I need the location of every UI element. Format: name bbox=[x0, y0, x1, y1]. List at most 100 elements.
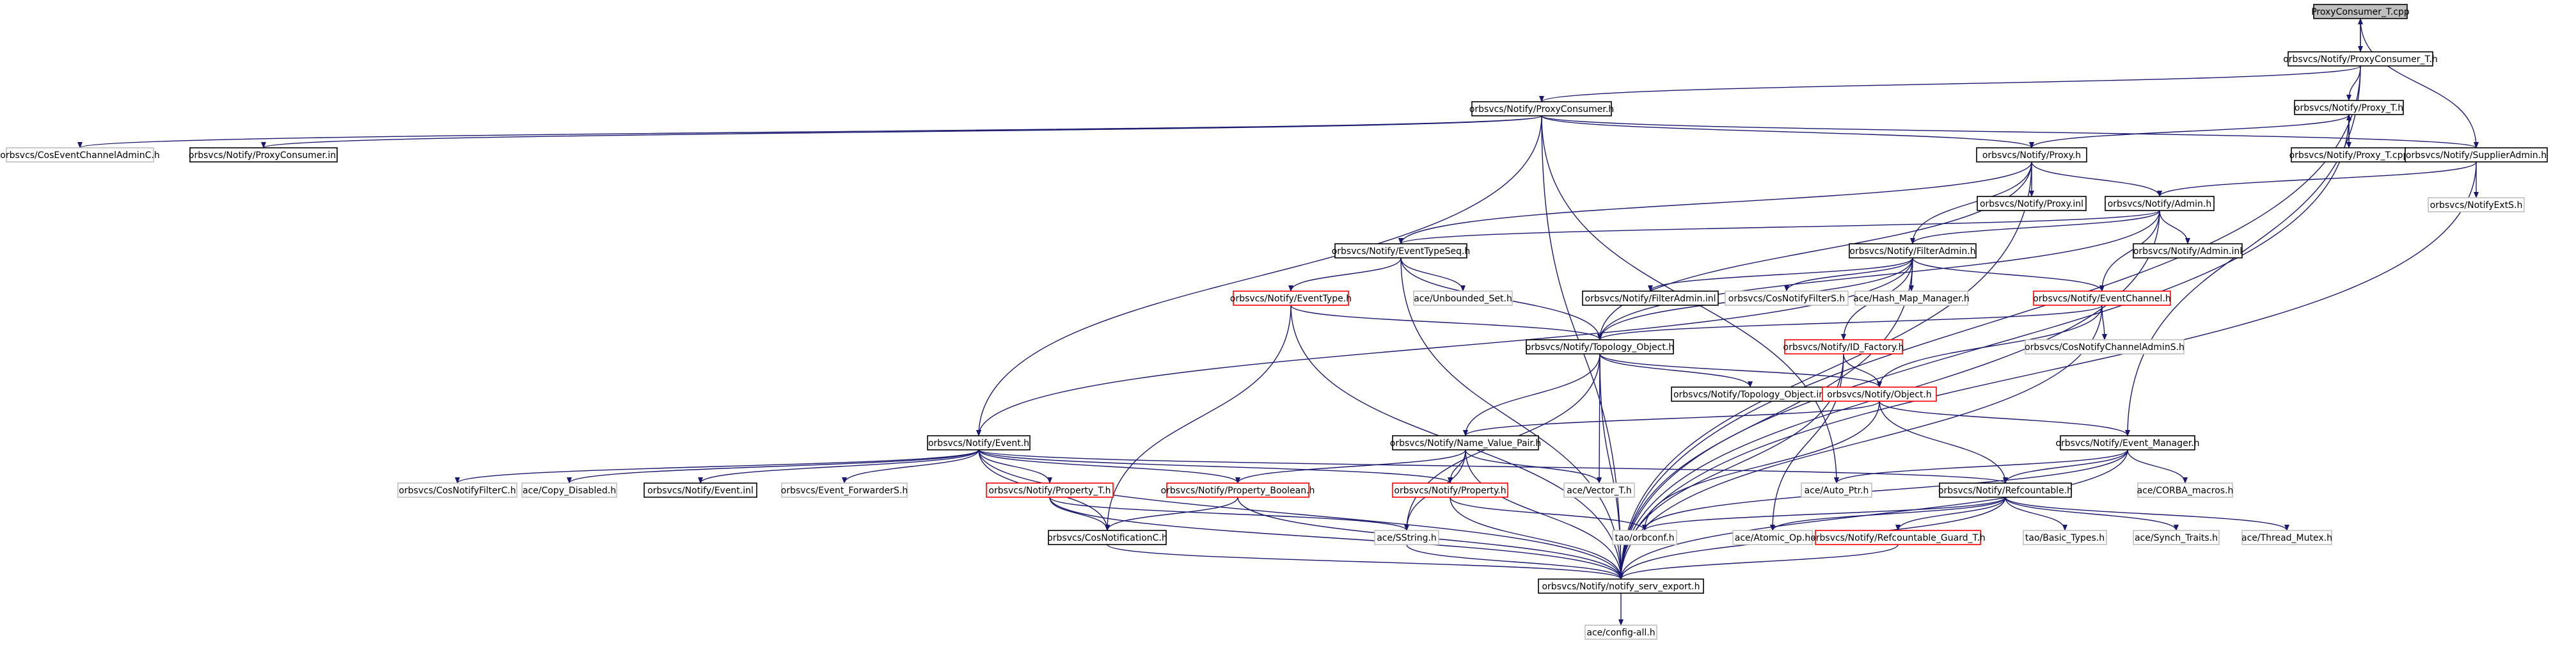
node-label: orbsvcs/CosNotifyChannelAdminS.h bbox=[2025, 342, 2185, 353]
include-edge bbox=[2005, 497, 2067, 531]
node-label: ProxyConsumer_T.cpp bbox=[2311, 7, 2410, 17]
node-admin-inl[interactable]: orbsvcs/Notify/Admin.inl bbox=[2133, 243, 2243, 259]
node-label: orbsvcs/Notify/Admin.inl bbox=[2133, 246, 2242, 257]
include-edge bbox=[2101, 305, 2107, 340]
include-edge bbox=[1049, 497, 1624, 580]
include-edge bbox=[1770, 497, 2006, 531]
node-property-h[interactable]: orbsvcs/Notify/Property.h bbox=[1392, 482, 1508, 498]
node-supadmin-h[interactable]: orbsvcs/Notify/SupplierAdmin.h bbox=[2405, 147, 2548, 163]
node-cosnotifyfilters: orbsvcs/CosNotifyFilterS.h bbox=[1725, 291, 1849, 306]
node-pct-h[interactable]: orbsvcs/Notify/ProxyConsumer_T.h bbox=[2283, 51, 2438, 67]
node-label: orbsvcs/Notify/Name_Value_Pair.h bbox=[1390, 438, 1541, 449]
include-edge bbox=[1877, 305, 2103, 388]
node-serv-export[interactable]: orbsvcs/Notify/notify_serv_export.h bbox=[1538, 578, 1704, 594]
edges-layer bbox=[77, 18, 2479, 626]
node-box bbox=[1854, 291, 1968, 306]
node-box bbox=[397, 482, 518, 498]
node-proxy-inl[interactable]: orbsvcs/Notify/Proxy.inl bbox=[1977, 196, 2087, 211]
node-synch-traits: ace/Synch_Traits.h bbox=[2133, 530, 2220, 545]
include-edge bbox=[1400, 257, 1624, 580]
node-eventchannel-h[interactable]: orbsvcs/Notify/EventChannel.h bbox=[2033, 291, 2171, 306]
node-cosnotificationc[interactable]: orbsvcs/CosNotificationC.h bbox=[1047, 530, 1167, 545]
node-label: orbsvcs/Notify/Admin.h bbox=[2108, 199, 2212, 209]
node-box bbox=[1233, 291, 1349, 306]
node-box bbox=[2294, 100, 2404, 115]
include-edge bbox=[1400, 257, 1466, 292]
include-edge bbox=[2360, 18, 2479, 148]
node-box bbox=[2025, 339, 2185, 354]
node-thread-mutex: ace/Thread_Mutex.h bbox=[2241, 530, 2332, 545]
node-box bbox=[927, 435, 1031, 450]
node-event-h[interactable]: orbsvcs/Notify/Event.h bbox=[927, 435, 1031, 450]
node-label: orbsvcs/CosNotifyFilterC.h bbox=[399, 486, 516, 496]
node-box bbox=[1471, 101, 1612, 116]
include-edge bbox=[455, 449, 979, 484]
node-refguard-h[interactable]: orbsvcs/Notify/Refcountable_Guard_T.h bbox=[1810, 530, 1986, 545]
node-property-t-h[interactable]: orbsvcs/Notify/Property_T.h bbox=[986, 482, 1114, 498]
node-box bbox=[2405, 147, 2548, 163]
include-edge bbox=[1597, 210, 2160, 340]
include-edge bbox=[1288, 257, 1402, 292]
include-edge bbox=[1290, 305, 1602, 340]
node-event-inl[interactable]: orbsvcs/Notify/Event.inl bbox=[644, 482, 757, 498]
node-label: orbsvcs/Notify/Event.h bbox=[928, 438, 1029, 449]
node-corba-macros: ace/CORBA_macros.h bbox=[2137, 482, 2233, 498]
include-edge bbox=[1770, 353, 1844, 531]
include-edge bbox=[1879, 401, 2130, 436]
node-box bbox=[2060, 435, 2195, 450]
node-box bbox=[1732, 530, 1813, 545]
node-box bbox=[2137, 482, 2233, 498]
include-edge bbox=[842, 449, 979, 484]
include-edge bbox=[1541, 115, 2034, 148]
node-label: orbsvcs/Notify/Proxy_T.h bbox=[2295, 103, 2403, 113]
node-evmgr-h[interactable]: orbsvcs/Notify/Event_Manager.h bbox=[2055, 435, 2200, 450]
node-label: orbsvcs/Notify/FilterAdmin.inl bbox=[1585, 294, 1716, 304]
node-property-bool-h[interactable]: orbsvcs/Notify/Property_Boolean.h bbox=[1161, 482, 1315, 498]
node-label: ace/Thread_Mutex.h bbox=[2241, 533, 2332, 543]
node-pc-inl[interactable]: orbsvcs/Notify/ProxyConsumer.inl bbox=[189, 147, 338, 163]
node-box bbox=[1822, 386, 1937, 402]
include-edge bbox=[1642, 401, 1880, 531]
include-edge bbox=[2159, 210, 2190, 244]
node-root[interactable]: ProxyConsumer_T.cpp bbox=[2311, 4, 2410, 19]
include-edge bbox=[1105, 305, 1292, 531]
node-nvpair-h[interactable]: orbsvcs/Notify/Name_Value_Pair.h bbox=[1390, 435, 1541, 450]
node-box bbox=[1392, 482, 1508, 498]
node-box bbox=[6, 147, 154, 163]
include-edge bbox=[1879, 401, 2008, 484]
node-topo-h[interactable]: orbsvcs/Notify/Topology_Object.h bbox=[1526, 339, 1674, 354]
include-edge bbox=[1599, 353, 1753, 388]
node-box bbox=[2105, 196, 2215, 211]
node-label: orbsvcs/Notify/FilterAdmin.h bbox=[1849, 246, 1975, 257]
node-evtseq-h[interactable]: orbsvcs/Notify/EventTypeSeq.h bbox=[1332, 243, 1471, 259]
node-filteradmin-h[interactable]: orbsvcs/Notify/FilterAdmin.h bbox=[1849, 243, 1977, 259]
node-admin-h[interactable]: orbsvcs/Notify/Admin.h bbox=[2105, 196, 2215, 211]
node-box bbox=[1939, 482, 2072, 498]
node-object-h[interactable]: orbsvcs/Notify/Object.h bbox=[1822, 386, 1937, 402]
include-edge bbox=[567, 449, 979, 484]
node-box bbox=[2033, 291, 2171, 306]
node-proxy-h[interactable]: orbsvcs/Notify/Proxy.h bbox=[1976, 147, 2087, 163]
node-filteradmin-inl[interactable]: orbsvcs/Notify/FilterAdmin.inl bbox=[1582, 291, 1719, 306]
node-proxy-t-cpp[interactable]: orbsvcs/Notify/Proxy_T.cpp bbox=[2289, 147, 2409, 163]
node-idfactory-h[interactable]: orbsvcs/Notify/ID_Factory.h bbox=[1783, 339, 1904, 354]
include-edge bbox=[2125, 65, 2361, 436]
node-box bbox=[1976, 147, 2087, 163]
node-label: orbsvcs/NotifyExtS.h bbox=[2430, 200, 2523, 211]
include-edge bbox=[978, 449, 1453, 484]
node-label: ace/Auto_Ptr.h bbox=[1805, 486, 1869, 496]
node-pc-h[interactable]: orbsvcs/Notify/ProxyConsumer.h bbox=[1469, 101, 1614, 116]
node-eventtype-h[interactable]: orbsvcs/Notify/EventType.h bbox=[1230, 291, 1352, 306]
include-edge bbox=[978, 449, 1052, 484]
include-edge bbox=[978, 449, 1240, 484]
node-topo-inl[interactable]: orbsvcs/Notify/Topology_Object.inl bbox=[1671, 386, 1829, 402]
node-box bbox=[1334, 243, 1467, 259]
node-proxy-t-h[interactable]: orbsvcs/Notify/Proxy_T.h bbox=[2294, 100, 2404, 115]
node-orbconf: tao/orbconf.h bbox=[1612, 530, 1677, 545]
node-refcountable-h[interactable]: orbsvcs/Notify/Refcountable.h bbox=[1938, 482, 2073, 498]
include-edge bbox=[261, 115, 1542, 148]
node-box bbox=[521, 482, 617, 498]
node-box bbox=[781, 482, 908, 498]
node-label: orbsvcs/Notify/Property_T.h bbox=[988, 486, 1110, 496]
